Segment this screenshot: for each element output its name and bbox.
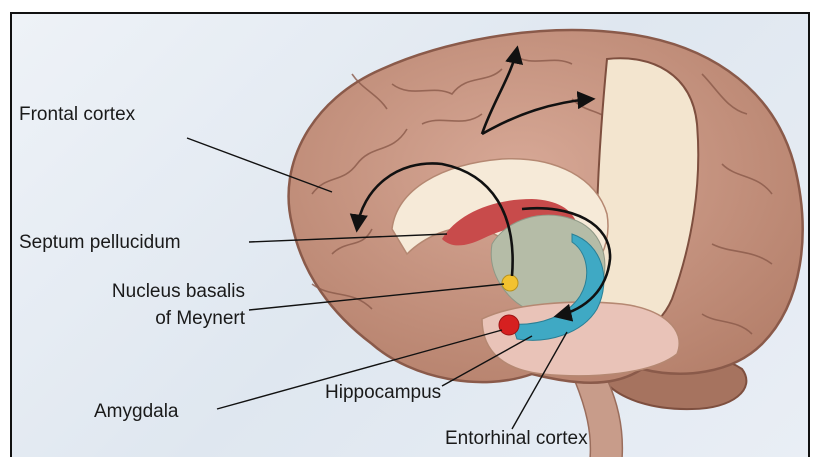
label-hippocampus: Hippocampus	[325, 382, 441, 403]
nucleus-basalis-marker	[502, 275, 518, 291]
label-nucleus-basalis-line1: Nucleus basalis	[112, 281, 245, 302]
label-septum-pellucidum: Septum pellucidum	[19, 232, 181, 253]
label-amygdala: Amygdala	[94, 401, 179, 422]
label-frontal-cortex: Frontal cortex	[19, 104, 136, 125]
brain-diagram: Frontal cortex Septum pellucidum Nucleus…	[12, 14, 810, 457]
diagram-frame: Frontal cortex Septum pellucidum Nucleus…	[10, 12, 810, 457]
label-entorhinal-cortex: Entorhinal cortex	[445, 428, 588, 449]
label-nucleus-basalis-line2: of Meynert	[155, 308, 245, 329]
amygdala-marker	[499, 315, 519, 335]
